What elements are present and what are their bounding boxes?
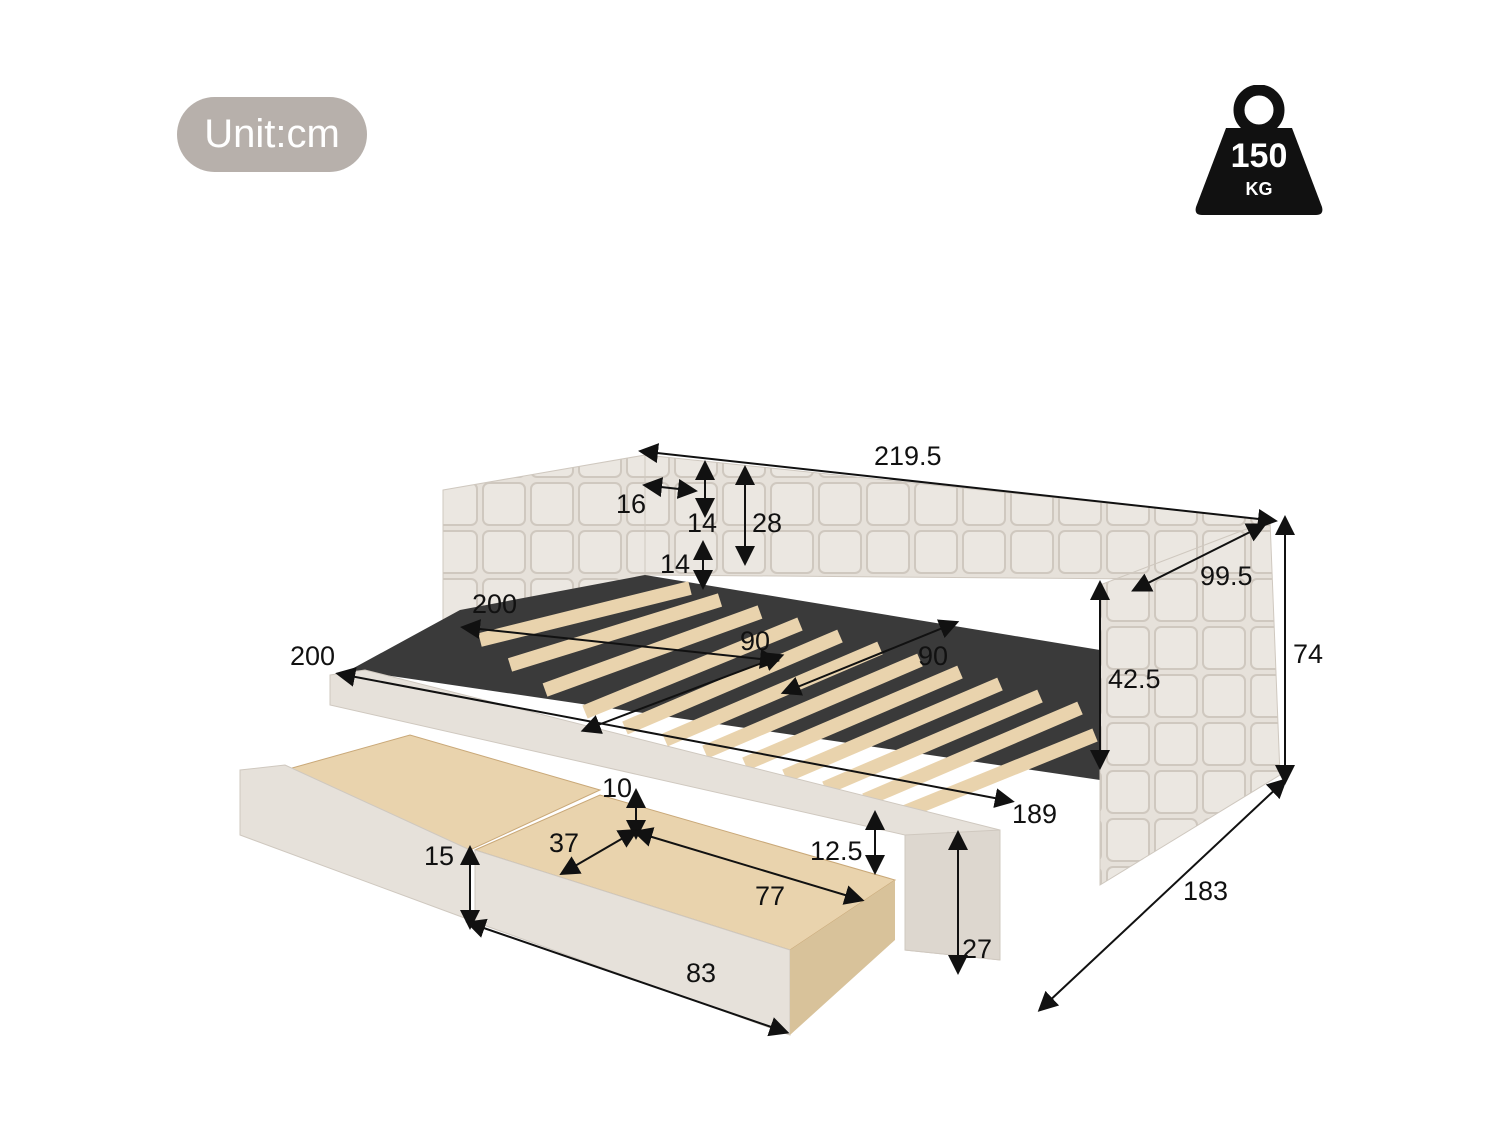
dim-trundle-height: 27 — [962, 934, 992, 964]
dim-upper-length: 200 — [472, 589, 517, 619]
dim-panel-height: 14 — [687, 508, 717, 538]
dim-arm-width: 16 — [616, 489, 646, 519]
dim-drawer-height: 15 — [424, 841, 454, 871]
dim-lower-width: 90 — [918, 641, 948, 671]
dim-gap-height: 14 — [660, 549, 690, 579]
weight-capacity-icon: 150 KG — [1192, 84, 1326, 217]
right-armrest — [1099, 519, 1281, 886]
dim-drawer-inner-length: 77 — [755, 881, 785, 911]
dim-inner-height: 12.5 — [810, 836, 863, 866]
dim-total-length: 219.5 — [874, 441, 942, 471]
dimension-lines — [335, 443, 1295, 1037]
dim-upper-width: 90 — [740, 626, 770, 656]
dim-total-depth: 99.5 — [1200, 561, 1253, 591]
dim-trundle-length: 189 — [1012, 799, 1057, 829]
weight-value: 150 — [1230, 137, 1288, 175]
dim-total-height: 74 — [1293, 639, 1323, 669]
drawer-right-side — [790, 880, 895, 1035]
dim-seat-height: 42.5 — [1108, 664, 1161, 694]
weight-unit: KG — [1245, 179, 1273, 199]
dim-drawer-gap: 10 — [602, 773, 632, 803]
dim-drawer-depth: 37 — [549, 828, 579, 858]
dim-extended-depth: 183 — [1183, 876, 1228, 906]
dim-lower-length: 200 — [290, 641, 335, 671]
unit-badge: Unit:cm — [177, 97, 367, 172]
dim-back-height: 28 — [752, 508, 782, 538]
dim-drawer-length: 83 — [686, 958, 716, 988]
